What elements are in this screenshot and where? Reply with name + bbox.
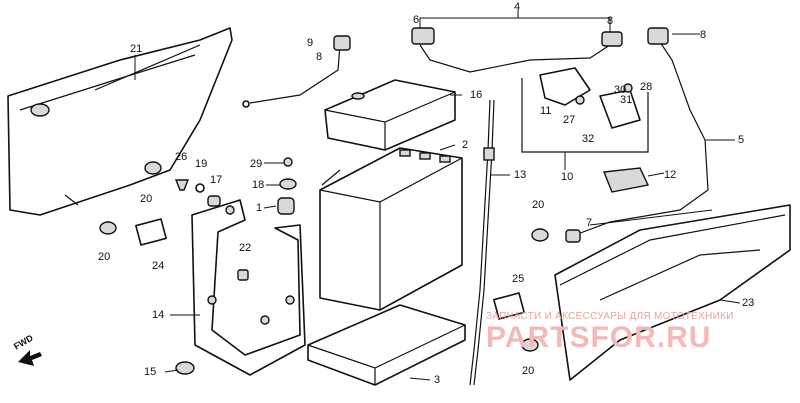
callout-2: 2 — [462, 139, 468, 151]
callout-1: 1 — [256, 202, 262, 214]
grommet-20b — [99, 221, 117, 235]
grommet-15 — [175, 361, 195, 375]
callout-28: 28 — [640, 81, 652, 93]
callout-27: 27 — [563, 114, 575, 126]
nut-29 — [283, 157, 293, 167]
callout-11: 11 — [540, 105, 551, 117]
callout-23: 23 — [742, 297, 754, 309]
relay-cover-12 — [603, 167, 650, 193]
callout-30: 30 — [614, 84, 626, 96]
callout-15: 15 — [144, 366, 156, 378]
battery-bracket — [191, 199, 306, 376]
callout-13: 13 — [514, 169, 526, 181]
cushion-1 — [277, 197, 295, 215]
screw-26 — [174, 179, 190, 191]
label-plate-24 — [135, 218, 167, 246]
nut-22 — [237, 269, 249, 281]
callout-26: 26 — [175, 151, 187, 163]
callout-14: 14 — [152, 309, 164, 321]
callout-10: 10 — [561, 171, 573, 183]
callout-3: 3 — [434, 374, 440, 386]
cushion-18 — [279, 178, 297, 190]
left-side-cover — [7, 27, 233, 216]
starter-relay-assembly — [521, 67, 649, 153]
right-side-cover — [554, 204, 791, 381]
callout-21: 21 — [130, 43, 142, 55]
fwd-arrow-icon — [18, 350, 42, 366]
callout-20d: 20 — [522, 365, 534, 377]
callout-20c: 20 — [532, 199, 544, 211]
callout-32: 32 — [582, 133, 594, 145]
washer-19 — [195, 183, 205, 193]
callout-numbers: 21 4 6 8 8 9 8 16 28 30 31 11 27 32 5 2 … — [98, 1, 754, 386]
callout-25: 25 — [512, 273, 524, 285]
callout-19: 19 — [195, 158, 207, 170]
collar-17 — [207, 195, 221, 207]
callout-20b: 20 — [98, 251, 110, 263]
callout-9: 9 — [307, 37, 313, 49]
callout-7: 7 — [586, 217, 592, 229]
battery-cover — [324, 79, 456, 151]
callout-8c: 8 — [316, 51, 322, 63]
callout-17: 17 — [210, 174, 222, 186]
battery — [319, 147, 463, 311]
leader-lines — [134, 10, 741, 381]
callout-29: 29 — [250, 158, 262, 170]
callout-18: 18 — [252, 179, 264, 191]
callout-5: 5 — [738, 134, 744, 146]
grommet-20c — [531, 228, 549, 242]
callout-6: 6 — [413, 14, 419, 26]
callout-8b: 8 — [700, 29, 706, 41]
grommet-20a — [144, 161, 162, 175]
grommet-20d — [521, 338, 539, 352]
callout-31: 31 — [620, 94, 632, 106]
callout-24: 24 — [152, 260, 164, 272]
callout-20a: 20 — [140, 193, 152, 205]
battery-tray — [307, 304, 466, 386]
watermark-subtitle: ЗАПЧАСТИ И АКСЕССУАРЫ ДЛЯ МОТОТЕХНИКИ — [486, 311, 734, 322]
label-plate-25 — [493, 292, 525, 320]
battery-cables — [242, 27, 709, 243]
breather-tube — [469, 99, 495, 386]
callout-12: 12 — [664, 169, 676, 181]
callout-16: 16 — [470, 89, 482, 101]
callout-22: 22 — [239, 242, 251, 254]
watermark-brand: PARTSFOR.RU — [486, 321, 712, 354]
callout-8a: 8 — [607, 15, 613, 27]
callout-4: 4 — [514, 1, 520, 13]
